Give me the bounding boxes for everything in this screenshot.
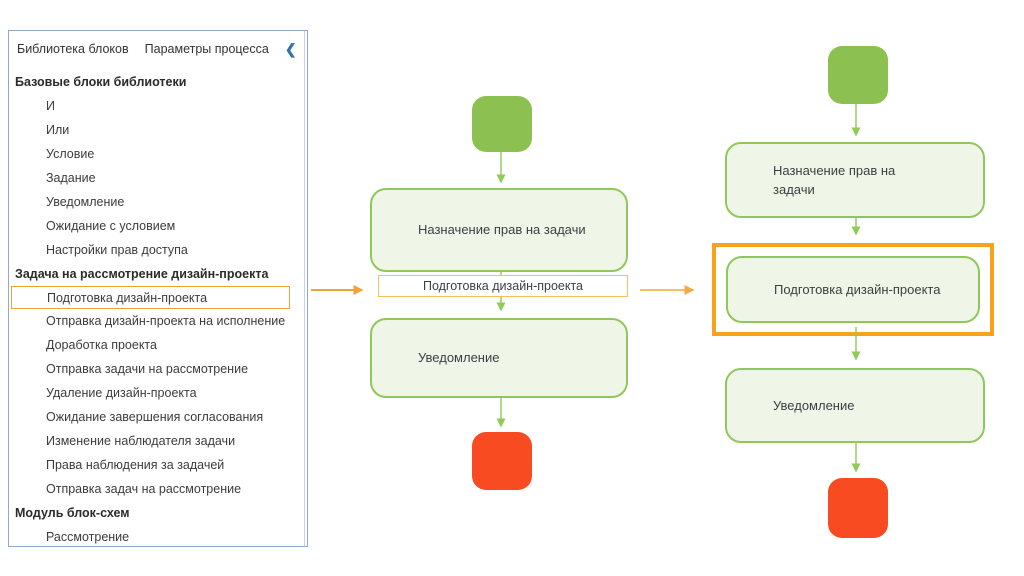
selected-block-frame[interactable]: Подготовка дизайн-проекта bbox=[712, 243, 994, 336]
library-section-title: Задача на рассмотрение дизайн-проекта bbox=[15, 267, 269, 281]
library-item[interactable]: Отправка задачи на рассмотрение bbox=[46, 362, 249, 376]
library-item[interactable]: Уведомление bbox=[46, 195, 125, 209]
library-item[interactable]: Или bbox=[46, 123, 70, 137]
library-item-selected[interactable]: Подготовка дизайн-проекта bbox=[11, 286, 290, 309]
library-item[interactable]: Задание bbox=[46, 171, 96, 185]
library-item[interactable]: Доработка проекта bbox=[46, 338, 157, 352]
task-block-label: Уведомление bbox=[418, 350, 500, 366]
task-block-label: Уведомление bbox=[773, 397, 855, 413]
library-item[interactable]: Права наблюдения за задачей bbox=[46, 458, 225, 472]
task-block-label: Подготовка дизайн-проекта bbox=[774, 281, 941, 297]
library-item[interactable]: Удаление дизайн-проекта bbox=[46, 386, 197, 400]
start-node[interactable] bbox=[828, 46, 888, 104]
end-node[interactable] bbox=[472, 432, 532, 490]
task-block-assign-rights[interactable]: Назначение прав на задачи bbox=[370, 188, 628, 272]
library-section-title: Базовые блоки библиотеки bbox=[15, 75, 187, 89]
task-block-notification[interactable]: Уведомление bbox=[370, 318, 628, 398]
task-block-assign-rights[interactable]: Назначение прав на задачи bbox=[725, 142, 985, 218]
library-item[interactable]: Рассмотрение bbox=[46, 530, 130, 544]
library-item[interactable]: Отправка дизайн-проекта на исполнение bbox=[46, 314, 286, 328]
tab-process-parameters[interactable]: Параметры процесса bbox=[144, 42, 269, 56]
library-item[interactable]: Ожидание с условием bbox=[46, 219, 176, 233]
panel-tabs: Библиотека блоков Параметры процесса ❮ bbox=[9, 31, 307, 64]
end-node[interactable] bbox=[828, 478, 888, 538]
block-library-panel: Библиотека блоков Параметры процесса ❮ Б… bbox=[8, 30, 308, 547]
library-item[interactable]: Изменение наблюдателя задачи bbox=[46, 434, 236, 448]
library-section-title: Модуль блок-схем bbox=[15, 506, 130, 520]
library-item[interactable]: Настройки прав доступа bbox=[46, 243, 188, 257]
panel-edge-line bbox=[304, 31, 305, 546]
collapse-panel-icon[interactable]: ❮ bbox=[284, 41, 297, 57]
library-item[interactable]: Условие bbox=[46, 147, 95, 161]
task-block-notification[interactable]: Уведомление bbox=[725, 368, 985, 443]
drop-target-label: Подготовка дизайн-проекта bbox=[422, 279, 584, 293]
task-block-selected[interactable]: Подготовка дизайн-проекта bbox=[726, 256, 980, 323]
task-block-label: Назначение прав на задачи bbox=[773, 162, 896, 198]
drop-target-block[interactable]: Подготовка дизайн-проекта bbox=[378, 275, 628, 297]
library-item[interactable]: Ожидание завершения согласования bbox=[46, 410, 264, 424]
start-node[interactable] bbox=[472, 96, 532, 152]
library-item[interactable]: Отправка задач на рассмотрение bbox=[46, 482, 242, 496]
tab-block-library[interactable]: Библиотека блоков bbox=[17, 42, 129, 56]
library-item[interactable]: И bbox=[46, 99, 55, 113]
task-block-label: Назначение прав на задачи bbox=[418, 222, 586, 238]
block-library-list: Базовые блоки библиотеки И Или Условие З… bbox=[9, 70, 303, 549]
